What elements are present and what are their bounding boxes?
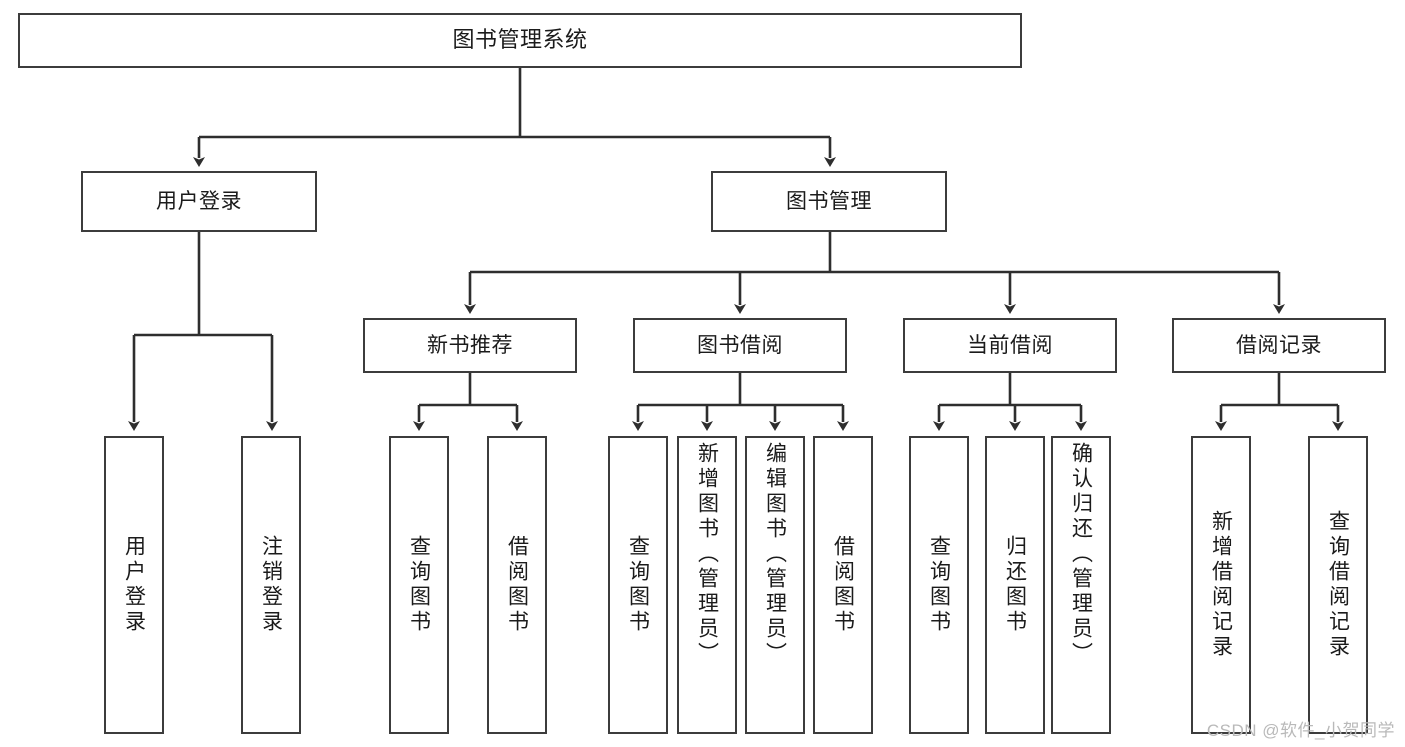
node-leaf-logout-label: 注销登录: [259, 535, 283, 635]
node-leaf-query-record[interactable]: 查询借阅记录: [1308, 436, 1368, 734]
node-leaf-borrow-book-1-label: 借阅图书: [505, 535, 529, 635]
node-leaf-query-book-2-label: 查询图书: [626, 535, 650, 635]
node-leaf-query-book-2[interactable]: 查询图书: [608, 436, 668, 734]
node-leaf-query-record-label: 查询借阅记录: [1326, 510, 1350, 660]
node-leaf-query-book-3-label: 查询图书: [927, 535, 951, 635]
node-leaf-logout[interactable]: 注销登录: [241, 436, 301, 734]
node-root[interactable]: 图书管理系统: [18, 13, 1022, 68]
node-leaf-confirm-return[interactable]: 确认归还（管理员）: [1051, 436, 1111, 734]
node-leaf-confirm-return-label: 确认归还（管理员）: [1069, 442, 1093, 667]
node-leaf-return-book-label: 归还图书: [1003, 535, 1027, 635]
node-leaf-borrow-book-2[interactable]: 借阅图书: [813, 436, 873, 734]
node-leaf-add-book-label: 新增图书（管理员）: [695, 442, 719, 667]
node-current-borrow-label: 当前借阅: [967, 333, 1053, 357]
node-leaf-user-login-label: 用户登录: [122, 535, 146, 635]
node-leaf-query-book-3[interactable]: 查询图书: [909, 436, 969, 734]
node-leaf-borrow-book-1[interactable]: 借阅图书: [487, 436, 547, 734]
node-current-borrow[interactable]: 当前借阅: [903, 318, 1117, 373]
node-leaf-borrow-book-2-label: 借阅图书: [831, 535, 855, 635]
node-leaf-query-book-1[interactable]: 查询图书: [389, 436, 449, 734]
node-leaf-add-record-label: 新增借阅记录: [1209, 510, 1233, 660]
node-borrow-record[interactable]: 借阅记录: [1172, 318, 1386, 373]
node-new-book-rec[interactable]: 新书推荐: [363, 318, 577, 373]
node-leaf-return-book[interactable]: 归还图书: [985, 436, 1045, 734]
node-new-book-rec-label: 新书推荐: [427, 333, 513, 357]
node-leaf-add-book[interactable]: 新增图书（管理员）: [677, 436, 737, 734]
node-user-login[interactable]: 用户登录: [81, 171, 317, 232]
node-book-manage[interactable]: 图书管理: [711, 171, 947, 232]
watermark: CSDN @软件_小贺同学: [1206, 721, 1395, 740]
node-borrow-record-label: 借阅记录: [1236, 333, 1322, 357]
node-leaf-add-record[interactable]: 新增借阅记录: [1191, 436, 1251, 734]
node-leaf-edit-book[interactable]: 编辑图书（管理员）: [745, 436, 805, 734]
node-leaf-user-login[interactable]: 用户登录: [104, 436, 164, 734]
node-root-label: 图书管理系统: [452, 27, 588, 53]
node-leaf-edit-book-label: 编辑图书（管理员）: [763, 442, 787, 667]
node-book-borrow-label: 图书借阅: [697, 333, 783, 357]
node-book-manage-label: 图书管理: [786, 189, 872, 213]
node-book-borrow[interactable]: 图书借阅: [633, 318, 847, 373]
node-user-login-label: 用户登录: [156, 189, 242, 213]
node-leaf-query-book-1-label: 查询图书: [407, 535, 431, 635]
